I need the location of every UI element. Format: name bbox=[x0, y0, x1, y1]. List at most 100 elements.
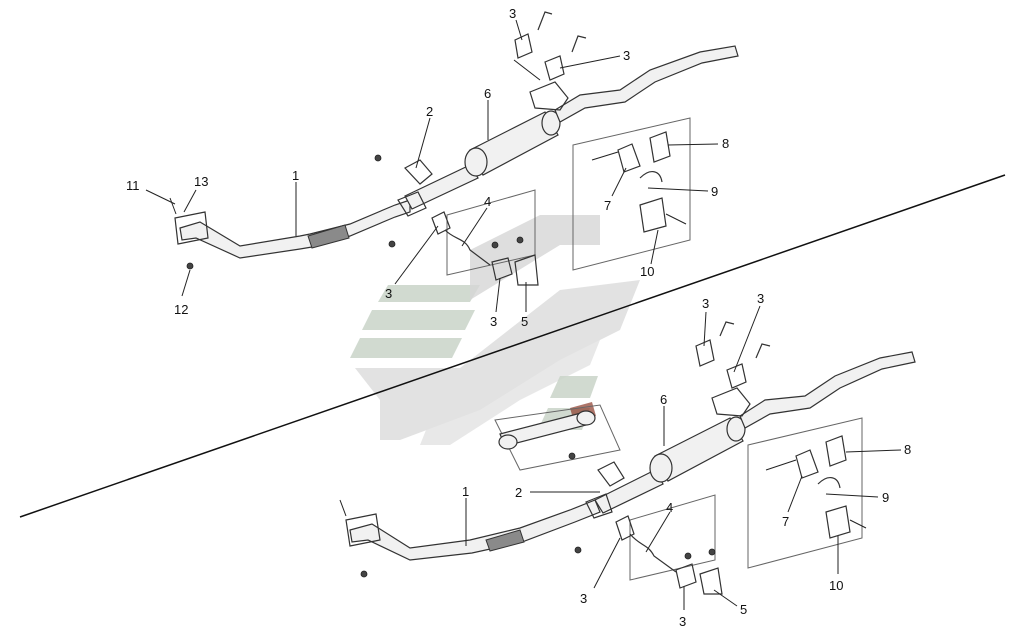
bottom-bolt-10 bbox=[849, 519, 867, 529]
bottom-leader-5 bbox=[713, 589, 738, 607]
top-leader-3b bbox=[559, 55, 621, 69]
bottom-flange-bolt bbox=[360, 570, 368, 578]
bottom-bracket-5 bbox=[699, 567, 723, 595]
bottom-bolt-a bbox=[568, 452, 576, 460]
bottom-callout-3c: 3 bbox=[580, 591, 587, 606]
top-leader-3a bbox=[515, 19, 523, 41]
bottom-callout-3a: 3 bbox=[702, 296, 709, 311]
bottom-bracket-10 bbox=[825, 505, 851, 539]
view-separator-line bbox=[19, 174, 1006, 518]
bottom-view: 1 2 3 3 3 3 4 5 6 7 8 9 10 bbox=[339, 291, 916, 629]
top-stud bbox=[169, 197, 177, 215]
top-bolt-d bbox=[491, 241, 499, 249]
top-leader-8 bbox=[667, 143, 719, 146]
top-callout-6: 6 bbox=[484, 86, 491, 101]
bottom-callout-8: 8 bbox=[904, 442, 911, 457]
top-clamp-9 bbox=[639, 171, 663, 183]
bottom-hanger-rod-a bbox=[719, 321, 735, 337]
top-bracket-5 bbox=[514, 254, 539, 286]
top-bolt-10 bbox=[665, 213, 687, 225]
top-clamp-7 bbox=[617, 143, 641, 173]
top-clamp-2 bbox=[404, 159, 433, 185]
bottom-callout-1: 1 bbox=[462, 484, 469, 499]
top-bolt-a bbox=[374, 154, 382, 162]
top-callout-2: 2 bbox=[426, 104, 433, 119]
top-callout-3d: 3 bbox=[490, 314, 497, 329]
top-callout-9: 9 bbox=[711, 184, 718, 199]
bottom-stud bbox=[339, 499, 347, 517]
watermark-chevron-2 bbox=[355, 280, 640, 440]
top-callout-3b: 3 bbox=[623, 48, 630, 63]
bottom-leader-8 bbox=[845, 449, 902, 453]
top-leader-3c bbox=[394, 225, 439, 285]
bottom-tail-pipe bbox=[739, 351, 916, 429]
top-muffler bbox=[464, 110, 561, 177]
top-hanger-3-upper-b bbox=[544, 55, 565, 81]
bottom-flex-section bbox=[485, 529, 525, 552]
top-callout-3a: 3 bbox=[509, 6, 516, 21]
top-callout-11: 11 bbox=[126, 178, 140, 193]
bottom-leader-7 bbox=[787, 475, 803, 513]
top-callout-13: 13 bbox=[194, 174, 208, 189]
bottom-callout-10: 10 bbox=[829, 578, 843, 593]
top-callout-4: 4 bbox=[484, 194, 491, 209]
bottom-inset-panel bbox=[494, 404, 621, 471]
top-intermediate-pipe bbox=[404, 164, 479, 210]
top-flange-bolt bbox=[186, 262, 194, 270]
watermark-logo bbox=[350, 215, 640, 445]
bottom-front-pipe bbox=[349, 499, 601, 561]
top-hanger-link bbox=[513, 59, 541, 81]
bottom-leader-9 bbox=[825, 493, 879, 498]
bottom-hanger-3-rear bbox=[675, 563, 697, 589]
bottom-leader-3a bbox=[703, 311, 707, 347]
bottom-bolt-b bbox=[574, 546, 582, 554]
bottom-hanger-rod-b bbox=[755, 343, 771, 359]
bottom-callout-6: 6 bbox=[660, 392, 667, 407]
top-callout-8: 8 bbox=[722, 136, 729, 151]
top-leader-4 bbox=[461, 207, 488, 247]
bottom-leader-3c bbox=[593, 537, 621, 589]
bottom-inset-end-right bbox=[576, 410, 596, 426]
top-hanger-rod-b bbox=[571, 35, 587, 53]
bottom-callout-3d: 3 bbox=[679, 614, 686, 629]
bottom-callout-5: 5 bbox=[740, 602, 747, 617]
top-rear-bracket bbox=[529, 81, 569, 111]
bottom-panel-middle bbox=[629, 494, 716, 581]
top-leader-13 bbox=[183, 189, 197, 213]
top-leader-11 bbox=[145, 189, 176, 205]
bottom-bolt-d bbox=[684, 552, 692, 560]
top-leader-2 bbox=[415, 117, 431, 169]
bottom-callout-7: 7 bbox=[782, 514, 789, 529]
watermark-bar-1 bbox=[378, 285, 480, 302]
bottom-clamp-7 bbox=[795, 449, 819, 479]
top-hanger-3-upper-a bbox=[514, 33, 533, 59]
bottom-hanger-3-upper-b bbox=[726, 363, 747, 389]
top-bolt-7 bbox=[591, 151, 619, 161]
top-callout-12: 12 bbox=[174, 302, 188, 317]
top-callout-7: 7 bbox=[604, 198, 611, 213]
top-leader-7 bbox=[611, 167, 627, 197]
bottom-clamp-lower bbox=[585, 493, 613, 519]
bottom-leader-4 bbox=[645, 511, 671, 553]
top-panel-rear bbox=[572, 117, 691, 271]
bottom-callout-3b: 3 bbox=[757, 291, 764, 306]
bottom-callout-9: 9 bbox=[882, 490, 889, 505]
bottom-bolt-7 bbox=[765, 459, 797, 471]
top-bolt-c bbox=[516, 236, 524, 244]
top-hanger-rod-a bbox=[537, 11, 553, 31]
top-leader-3d bbox=[495, 277, 501, 313]
top-tail-pipe bbox=[554, 45, 739, 123]
bottom-callout-4: 4 bbox=[666, 500, 673, 515]
bottom-clamp-9 bbox=[817, 477, 841, 489]
top-bracket-8 bbox=[649, 131, 671, 163]
bottom-bracket-8 bbox=[825, 435, 847, 467]
bottom-leader-3b bbox=[733, 305, 761, 373]
top-callout-5: 5 bbox=[521, 314, 528, 329]
top-leader-12 bbox=[181, 269, 191, 297]
top-flex-section bbox=[307, 224, 350, 249]
bottom-hanger-4 bbox=[629, 533, 677, 573]
bottom-front-flange bbox=[345, 513, 381, 547]
top-leader-9 bbox=[647, 187, 709, 192]
watermark-bar-3 bbox=[350, 338, 462, 358]
